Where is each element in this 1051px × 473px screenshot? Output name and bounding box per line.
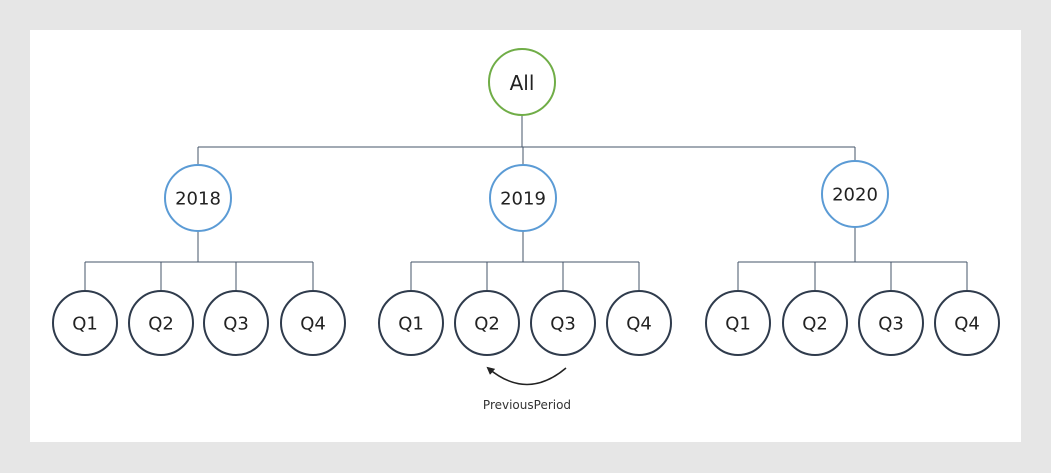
quarter-node-2020-Q2-circle: [782, 290, 848, 356]
quarter-node-2020-Q4-circle: [934, 290, 1000, 356]
quarter-node-2019-Q2-label: Q2: [474, 314, 500, 335]
quarter-node-2018-Q3-circle: [203, 290, 269, 356]
quarter-node-2020-Q1-circle: [705, 290, 771, 356]
quarter-node-2019-Q1-label: Q1: [398, 314, 424, 335]
quarter-node-2019-Q3[interactable]: Q3: [530, 290, 596, 356]
previous-period-arrow: [486, 366, 567, 386]
quarter-node-2020-Q2[interactable]: Q2: [782, 290, 848, 356]
previous-period-label: PreviousPeriod: [483, 398, 571, 412]
quarter-node-2019-Q3-label: Q3: [550, 314, 576, 335]
quarter-node-2018-Q1-label: Q1: [72, 314, 98, 335]
quarter-node-2019-Q4-label: Q4: [626, 314, 652, 335]
year-node-2020-label: 2020: [832, 185, 878, 206]
quarter-node-2019-Q4[interactable]: Q4: [606, 290, 672, 356]
quarter-node-2020-Q3-label: Q3: [878, 314, 904, 335]
year-node-2020-circle: [821, 160, 889, 228]
year-node-2018-label: 2018: [175, 189, 221, 210]
annotation-layer: PreviousPeriod: [483, 366, 571, 412]
quarter-node-2018-Q2-label: Q2: [148, 314, 174, 335]
quarter-node-2018-Q4[interactable]: Q4: [280, 290, 346, 356]
root-node-all-label: All: [510, 71, 535, 95]
year-node-2018-circle: [164, 164, 232, 232]
year-node-2020[interactable]: 2020: [821, 160, 889, 228]
quarter-node-2020-Q3[interactable]: Q3: [858, 290, 924, 356]
quarter-node-2019-Q1-circle: [378, 290, 444, 356]
quarter-node-2018-Q1-circle: [52, 290, 118, 356]
year-node-2019[interactable]: 2019: [489, 164, 557, 232]
quarter-node-2020-Q4[interactable]: Q4: [934, 290, 1000, 356]
quarter-node-2018-Q2-circle: [128, 290, 194, 356]
quarter-node-2018-Q2[interactable]: Q2: [128, 290, 194, 356]
quarter-node-2019-Q3-circle: [530, 290, 596, 356]
connector-lines: [84, 115, 968, 291]
quarter-node-2019-Q2-circle: [454, 290, 520, 356]
quarter-node-2020-Q1-label: Q1: [725, 314, 751, 335]
quarter-node-2018-Q3-label: Q3: [223, 314, 249, 335]
quarter-node-2018-Q1[interactable]: Q1: [52, 290, 118, 356]
quarter-node-2018-Q3[interactable]: Q3: [203, 290, 269, 356]
quarter-node-2019-Q2[interactable]: Q2: [454, 290, 520, 356]
quarter-node-2019-Q4-circle: [606, 290, 672, 356]
year-node-2018[interactable]: 2018: [164, 164, 232, 232]
quarter-node-2018-Q4-circle: [280, 290, 346, 356]
quarter-node-2020-Q4-label: Q4: [954, 314, 980, 335]
root-node-all[interactable]: All: [488, 48, 556, 116]
quarter-node-2020-Q2-label: Q2: [802, 314, 828, 335]
quarter-node-2020-Q3-circle: [858, 290, 924, 356]
year-node-2019-circle: [489, 164, 557, 232]
quarter-node-2020-Q1[interactable]: Q1: [705, 290, 771, 356]
root-node-all-circle: [488, 48, 556, 116]
year-node-2019-label: 2019: [500, 189, 546, 210]
quarter-node-2019-Q1[interactable]: Q1: [378, 290, 444, 356]
quarter-node-2018-Q4-label: Q4: [300, 314, 326, 335]
